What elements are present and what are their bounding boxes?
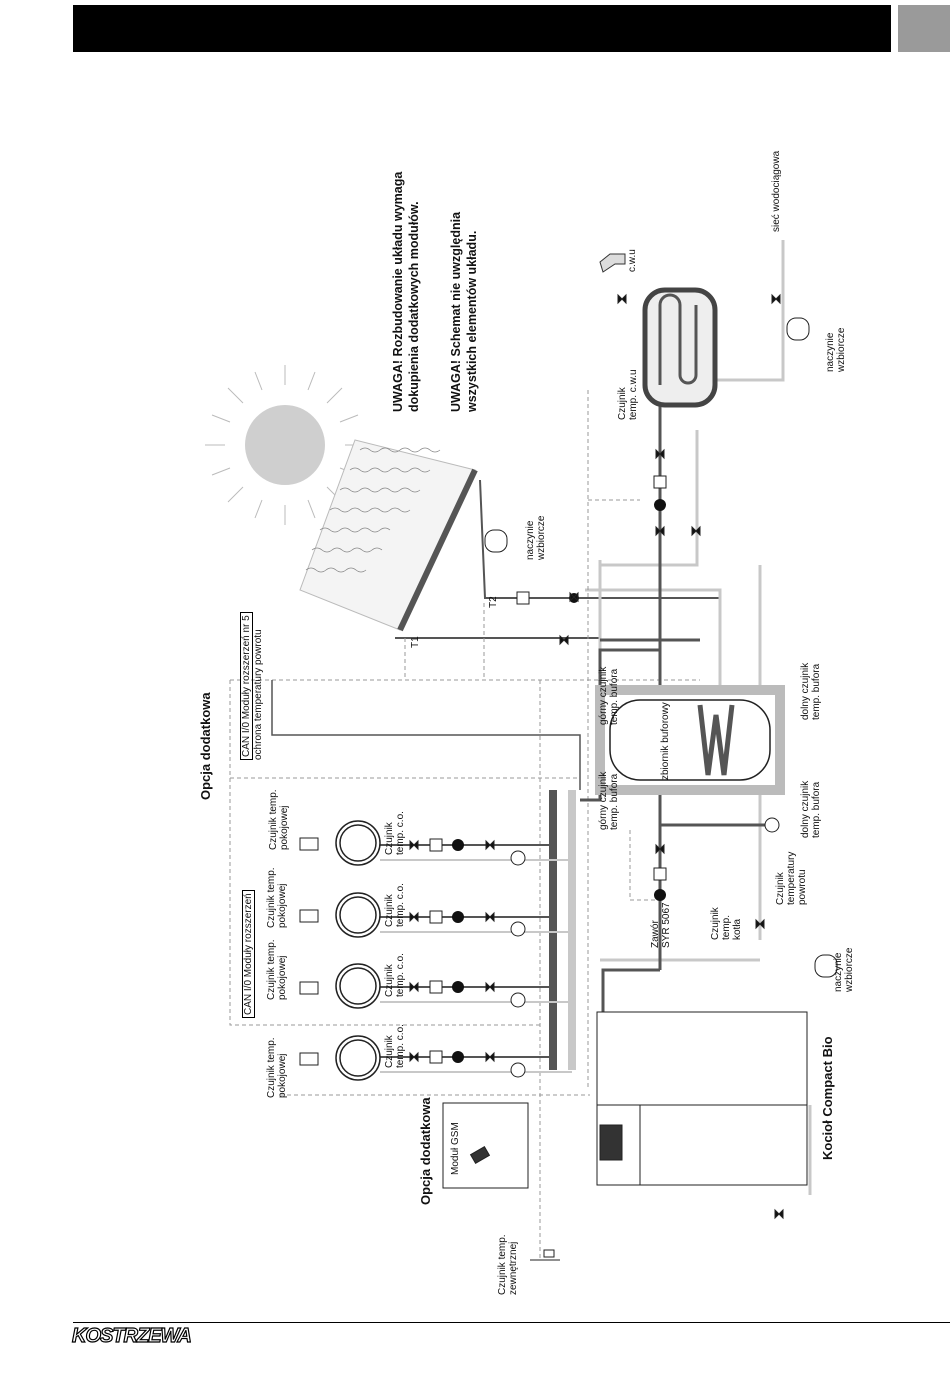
buffer-label: zbiornik buforowy bbox=[660, 702, 671, 780]
radiators bbox=[335, 820, 381, 1081]
check-valves bbox=[429, 475, 667, 1064]
kostrzewa-logo: KOSTRZEWA bbox=[71, 1324, 192, 1347]
can-modules-label: CAN I/0 Moduły rozszerzeń bbox=[242, 890, 255, 1018]
tap-icon bbox=[599, 253, 626, 273]
room-sensors bbox=[299, 837, 319, 1066]
circuit-pumps bbox=[452, 499, 666, 1063]
header-bar bbox=[73, 5, 891, 52]
boiler-unit bbox=[596, 1011, 808, 1186]
boiler-label: Kocioł Compact Bio bbox=[820, 1036, 835, 1160]
mixing-valves bbox=[510, 817, 780, 1078]
hot-water-tank bbox=[642, 287, 718, 408]
gsm-label: Moduł GSM bbox=[450, 1122, 461, 1175]
optional-label-bottom: Opcja dodatkowa bbox=[418, 1097, 433, 1205]
buffer-tank bbox=[595, 685, 785, 795]
optional-label-top: Opcja dodatkowa bbox=[198, 692, 213, 800]
outdoor-sensor-label: Czujnik temp.zewnętrznej bbox=[497, 1234, 519, 1295]
footer-rule bbox=[73, 1322, 950, 1323]
t2-label: T2 bbox=[488, 596, 499, 608]
t1-label: T1 bbox=[410, 636, 421, 648]
valve-symbols bbox=[409, 293, 784, 1220]
room-sensor-label-1: Czujnik temp.pokojowej bbox=[268, 789, 290, 850]
solar-collector bbox=[299, 439, 478, 632]
room-sensor-label-3: Czujnik temp.pokojowej bbox=[266, 939, 288, 1000]
heating-circuits bbox=[380, 844, 572, 1073]
control-wiring bbox=[229, 390, 700, 1260]
expansion-vessels bbox=[484, 317, 838, 978]
gsm-module bbox=[442, 1102, 529, 1189]
header-tab bbox=[898, 5, 950, 52]
room-sensor-label-4: Czujnik temp.pokojowej bbox=[266, 1037, 288, 1098]
water-network-label: sieć wodociągowa bbox=[771, 150, 782, 232]
room-sensor-label-2: Czujnik temp.pokojowej bbox=[266, 867, 288, 928]
cwu-label: c.w.u bbox=[627, 249, 638, 272]
outdoor-sensor bbox=[530, 1249, 560, 1261]
